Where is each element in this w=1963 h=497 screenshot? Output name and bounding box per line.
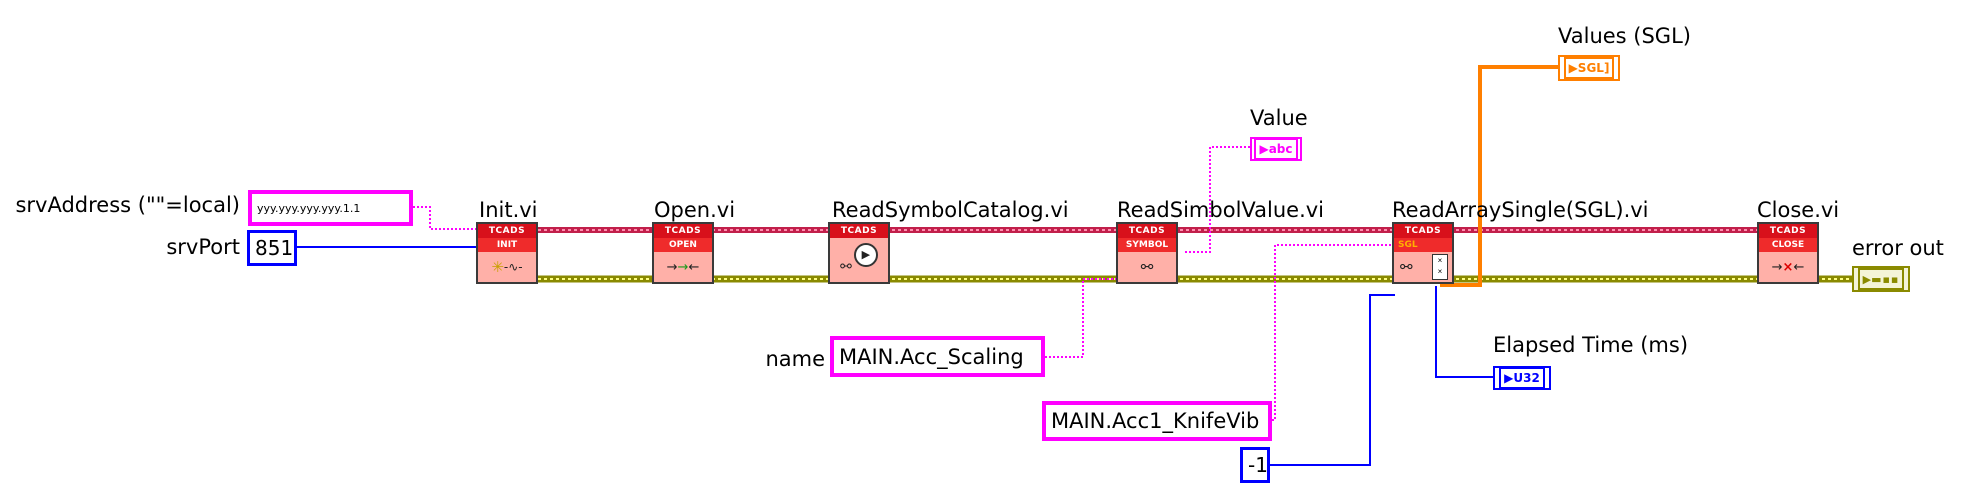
srv-port-label: srvPort — [166, 235, 240, 259]
array-bracket-icon: ] — [1603, 61, 1610, 75]
timeout-constant[interactable]: -1 — [1240, 447, 1270, 483]
glasses-icon: ⚯ — [1400, 258, 1413, 276]
values-sgl-type-badge: SGL — [1577, 61, 1604, 75]
vi-subtitle: SGL — [1394, 238, 1452, 252]
glasses-icon: ⚯ — [1140, 258, 1154, 276]
symbol-name-constant[interactable]: MAIN.Acc_Scaling — [830, 336, 1045, 377]
array-name-wire — [1272, 244, 1395, 421]
tcads-header: TCADS — [1394, 224, 1452, 238]
error-out-indicator[interactable]: ▶▬▪▪ — [1852, 266, 1910, 292]
srv-port-constant[interactable]: 851 — [247, 230, 297, 266]
read-symbol-value-vi-node[interactable]: TCADS SYMBOL ⚯ — [1116, 222, 1178, 284]
value-string-indicator[interactable]: ▶ abc — [1250, 137, 1302, 161]
vi-subtitle: SYMBOL — [1118, 238, 1176, 252]
read-array-single-vi-label: ReadArraySingle(SGL).vi — [1392, 198, 1649, 222]
init-vi-node[interactable]: TCADS INIT ✳-∿- — [476, 222, 538, 284]
values-sgl-indicator-label: Values (SGL) — [1558, 24, 1691, 48]
vi-subtitle: OPEN — [654, 238, 712, 252]
symbol-name-wire — [1045, 278, 1122, 358]
open-arrow-icon: →→← — [666, 259, 700, 275]
value-type-badge: abc — [1268, 142, 1293, 156]
srv-address-wire — [413, 206, 478, 230]
timeout-wire — [1270, 294, 1395, 466]
tcads-header: TCADS — [1759, 224, 1817, 238]
indicator-arrow-icon: ▶ — [1568, 61, 1578, 75]
read-array-single-vi-node[interactable]: TCADS SGL ⚯ ×× — [1392, 222, 1454, 284]
tcads-header: TCADS — [654, 224, 712, 238]
init-signal-icon: ✳-∿- — [491, 258, 523, 276]
values-sgl-array-indicator[interactable]: ▶ SGL ] — [1558, 55, 1620, 81]
elapsed-time-indicator[interactable]: ▶ U32 — [1493, 366, 1551, 390]
read-symbol-value-vi-label: ReadSimbolValue.vi — [1117, 198, 1325, 222]
error-out-indicator-label: error out — [1852, 236, 1944, 260]
vi-subtitle: CLOSE — [1759, 238, 1817, 252]
array-name-constant[interactable]: MAIN.Acc1_KnifeVib — [1042, 401, 1272, 441]
tcads-header: TCADS — [478, 224, 536, 238]
open-vi-node[interactable]: TCADS OPEN →→← — [652, 222, 714, 284]
tcads-header: TCADS — [830, 224, 888, 238]
symbol-name-label: name — [765, 347, 825, 371]
init-vi-label: Init.vi — [479, 198, 538, 222]
close-x-icon: →×← — [1771, 259, 1805, 275]
array-grid-icon: ×× — [1432, 254, 1448, 280]
open-vi-label: Open.vi — [654, 198, 736, 222]
tcads-header: TCADS — [1118, 224, 1176, 238]
value-indicator-label: Value — [1250, 106, 1308, 130]
vi-subtitle: INIT — [478, 238, 536, 252]
indicator-arrow-icon: ▶ — [1504, 371, 1514, 385]
elapsed-time-indicator-label: Elapsed Time (ms) — [1493, 333, 1689, 357]
read-symbol-catalog-vi-label: ReadSymbolCatalog.vi — [832, 198, 1069, 222]
srv-address-label: srvAddress (""=local) — [15, 193, 240, 217]
close-vi-label: Close.vi — [1757, 198, 1840, 222]
indicator-arrow-icon: ▶ — [1259, 142, 1269, 156]
value-output-wire — [1185, 146, 1250, 253]
elapsed-time-type-badge: U32 — [1513, 371, 1540, 385]
sgl-array-wire — [1440, 65, 1558, 287]
glasses-play-icon: ⚯ ▶ — [830, 238, 888, 282]
srv-address-constant[interactable]: yyy.yyy.yyy.yyy.1.1 — [248, 190, 413, 226]
close-vi-node[interactable]: TCADS CLOSE →×← — [1757, 222, 1819, 284]
elapsed-time-wire — [1435, 286, 1493, 378]
error-cluster-icon: ▶▬▪▪ — [1857, 268, 1905, 290]
read-symbol-catalog-vi-node[interactable]: TCADS ⚯ ▶ — [828, 222, 890, 284]
